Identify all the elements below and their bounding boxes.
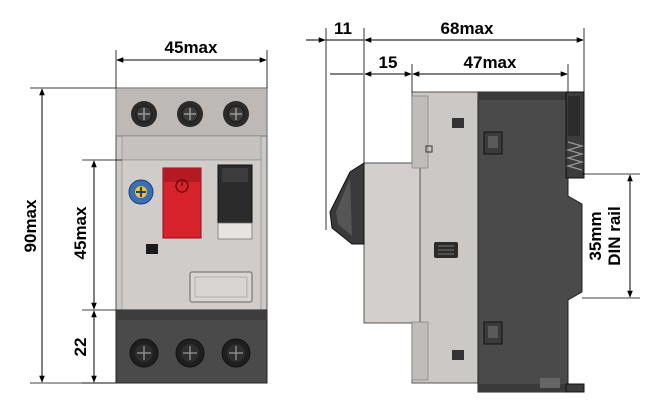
side-depth-body-label: 47max <box>464 53 517 72</box>
trip-indicator <box>146 244 158 254</box>
front-top-screws <box>131 101 249 127</box>
side-depth-total-label: 68max <box>441 19 494 38</box>
side-view <box>329 91 585 393</box>
side-front-step-label: 15 <box>379 53 398 72</box>
front-view <box>115 87 268 384</box>
front-width-label: 45max <box>165 38 218 57</box>
front-bottom-height-label: 22 <box>71 338 90 357</box>
din-rail-label: DIN rail <box>605 206 624 266</box>
label-window <box>189 271 253 303</box>
din-spring-icon <box>565 141 585 171</box>
stop-button-icon <box>217 164 253 240</box>
din-rail-size-label: 35mm <box>586 211 605 260</box>
front-height-label: 90max <box>21 199 40 252</box>
front-bottom-screws <box>129 338 251 368</box>
front-mid-height-label: 45max <box>71 206 90 259</box>
side-offset-label: 11 <box>334 19 352 38</box>
front-dimensions: 45max 90max 45max 22 <box>21 38 268 384</box>
start-button-icon <box>162 167 202 239</box>
side-dimensions: 11 68max 15 47max 35mm DIN rail <box>306 19 640 299</box>
side-front-step <box>363 162 421 324</box>
adjustment-knob-icon <box>128 179 154 205</box>
